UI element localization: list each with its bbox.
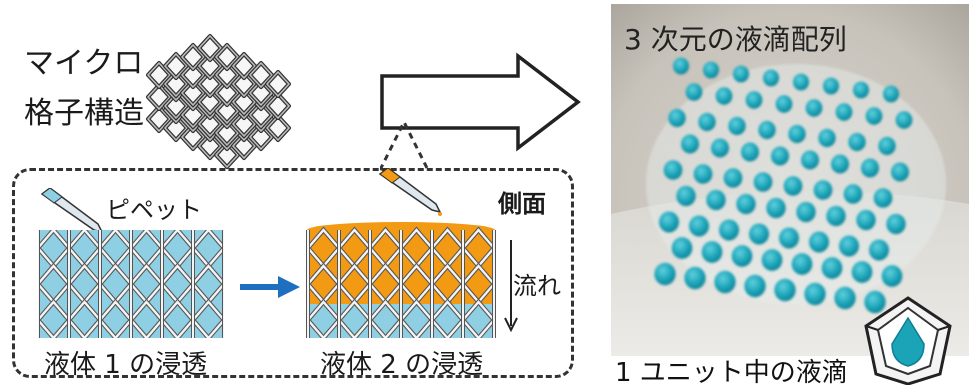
- pipette-icon: [40, 188, 104, 234]
- label-liquid1-infiltration: 液体 1 の浸透: [44, 350, 208, 380]
- label-flow: 流れ: [513, 272, 561, 300]
- label-pipette: ピペット: [106, 196, 202, 224]
- zoom-indicator: [380, 118, 430, 171]
- side-view-panel: [12, 168, 574, 378]
- photo-title: 3 次元の液滴配列: [624, 23, 847, 56]
- down-arrow-icon: [504, 240, 518, 333]
- lattice-cross-section-liquid2: [306, 222, 496, 338]
- droplet-array-photo: [611, 4, 969, 356]
- pipette-icon: [378, 168, 442, 216]
- label-side-view: 側面: [498, 190, 546, 218]
- hollow-right-arrow-icon: [380, 52, 581, 152]
- blue-right-arrow-icon: [240, 276, 300, 298]
- label-lattice-structure: 格子構造: [24, 96, 144, 131]
- label-unit-droplet: 1 ユニット中の液滴: [615, 358, 848, 388]
- lattice-cross-section-liquid1: [38, 230, 224, 338]
- label-micro: マイクロ: [24, 46, 144, 81]
- unit-cell-icon: [864, 296, 952, 385]
- lattice-3d-icon: [146, 34, 291, 169]
- label-liquid2-infiltration: 液体 2 の浸透: [320, 350, 484, 380]
